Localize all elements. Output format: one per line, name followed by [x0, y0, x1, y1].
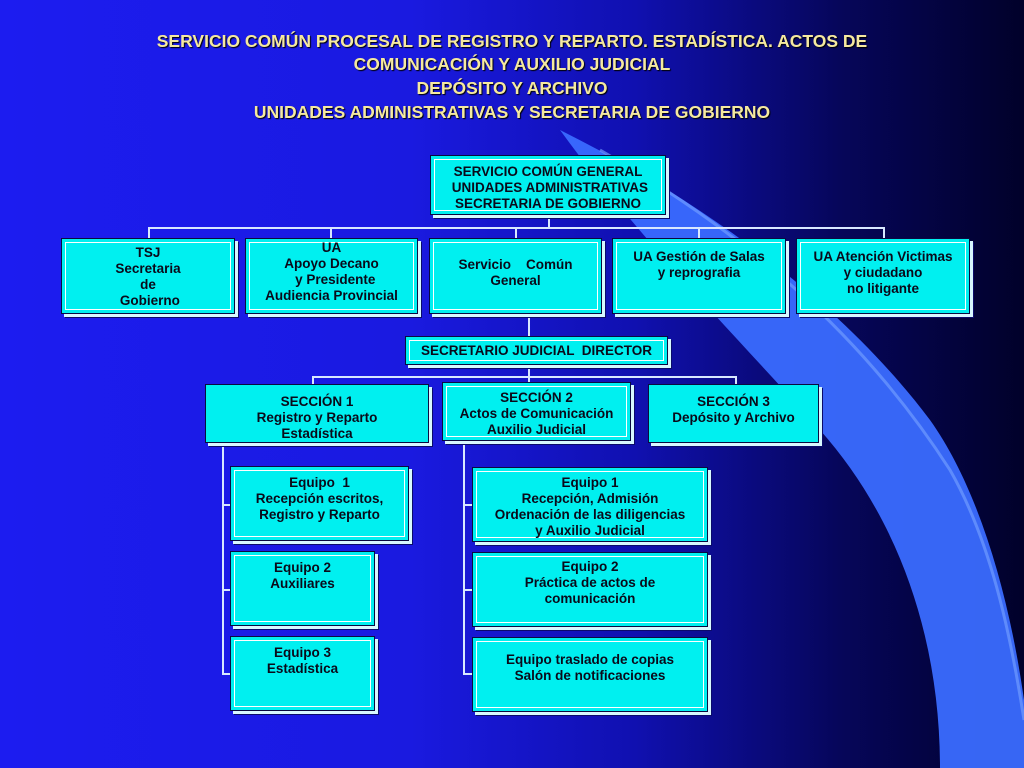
box-s1-equipo-2: Equipo 2 Auxiliares — [230, 551, 375, 626]
box-label: Equipo 1 Recepción escritos, Registro y … — [255, 475, 384, 522]
box-seccion-2: SECCIÓN 2 Actos de Comunicación Auxilio … — [442, 382, 631, 441]
box-seccion-1: SECCIÓN 1 Registro y Reparto Estadística — [205, 384, 429, 443]
connector — [312, 376, 737, 378]
box-ua-atencion-victimas: UA Atención Victimas y ciudadano no liti… — [796, 238, 970, 314]
connector — [222, 504, 230, 506]
box-seccion-3: SECCIÓN 3 Depósito y Archivo — [648, 384, 819, 443]
connector — [463, 441, 465, 675]
connector — [463, 589, 472, 591]
connector — [222, 589, 230, 591]
connector — [515, 227, 517, 239]
box-ua-gestion-salas: UA Gestión de Salas y reprografia — [612, 238, 786, 314]
page-title-line-2: COMUNICACIÓN Y AUXILIO JUDICIAL — [353, 54, 671, 74]
box-label: Equipo 3 Estadística — [266, 645, 339, 676]
box-s2-equipo-1: Equipo 1 Recepción, Admisión Ordenación … — [472, 467, 708, 542]
connector — [222, 673, 230, 675]
page-title-line-4: UNIDADES ADMINISTRATIVAS Y SECRETARIA DE… — [253, 102, 771, 122]
connector — [330, 227, 332, 239]
connector — [463, 673, 472, 675]
box-s2-equipo-2: Equipo 2 Práctica de actos de comunicaci… — [472, 552, 708, 627]
page-title-line-3: DEPÓSITO Y ARCHIVO — [416, 78, 608, 98]
connector — [148, 227, 150, 239]
connector — [222, 443, 224, 675]
page-title-line-1: SERVICIO COMÚN PROCESAL DE REGISTRO Y RE… — [156, 31, 868, 51]
connector — [883, 227, 885, 239]
box-label: SECCIÓN 3 Depósito y Archivo — [672, 394, 795, 425]
box-s2-equipo-traslado: Equipo traslado de copias Salón de notif… — [472, 637, 708, 712]
connector — [698, 227, 700, 239]
box-label: Servicio Común General — [458, 257, 573, 288]
box-label: Equipo 2 Práctica de actos de comunicaci… — [524, 559, 656, 606]
connector — [463, 504, 472, 506]
box-label: SECCIÓN 2 Actos de Comunicación Auxilio … — [459, 390, 614, 437]
box-s1-equipo-1: Equipo 1 Recepción escritos, Registro y … — [230, 466, 409, 541]
connector — [548, 214, 550, 228]
box-label: SECRETARIO JUDICIAL DIRECTOR — [420, 343, 653, 358]
box-label: UA Gestión de Salas y reprografia — [633, 249, 765, 280]
box-label: Equipo 2 Auxiliares — [270, 560, 335, 591]
box-label: Equipo 1 Recepción, Admisión Ordenación … — [494, 475, 686, 538]
connector — [528, 313, 530, 337]
connector — [735, 376, 737, 386]
box-label: SECCIÓN 1 Registro y Reparto Estadística — [256, 394, 378, 441]
box-label: UA Atención Victimas y ciudadano no liti… — [813, 249, 953, 296]
box-label: SERVICIO COMÚN GENERAL UNIDADES ADMINIST… — [451, 164, 648, 211]
box-label: UA Apoyo Decano y Presidente Audiencia P… — [265, 240, 398, 303]
connector — [528, 363, 530, 383]
box-tsj: TSJ Secretaria de Gobierno — [61, 238, 235, 314]
box-label: Equipo traslado de copias Salón de notif… — [505, 652, 675, 683]
box-ua-apoyo-decano: UA Apoyo Decano y Presidente Audiencia P… — [245, 238, 418, 314]
box-servicio-comun: Servicio Común General — [429, 238, 602, 314]
box-secretario-judicial-director: SECRETARIO JUDICIAL DIRECTOR — [405, 336, 668, 365]
box-s1-equipo-3: Equipo 3 Estadística — [230, 636, 375, 711]
box-label: TSJ Secretaria de Gobierno — [115, 245, 181, 308]
box-servicio-comun-general: SERVICIO COMÚN GENERAL UNIDADES ADMINIST… — [430, 155, 666, 215]
connector — [312, 376, 314, 386]
